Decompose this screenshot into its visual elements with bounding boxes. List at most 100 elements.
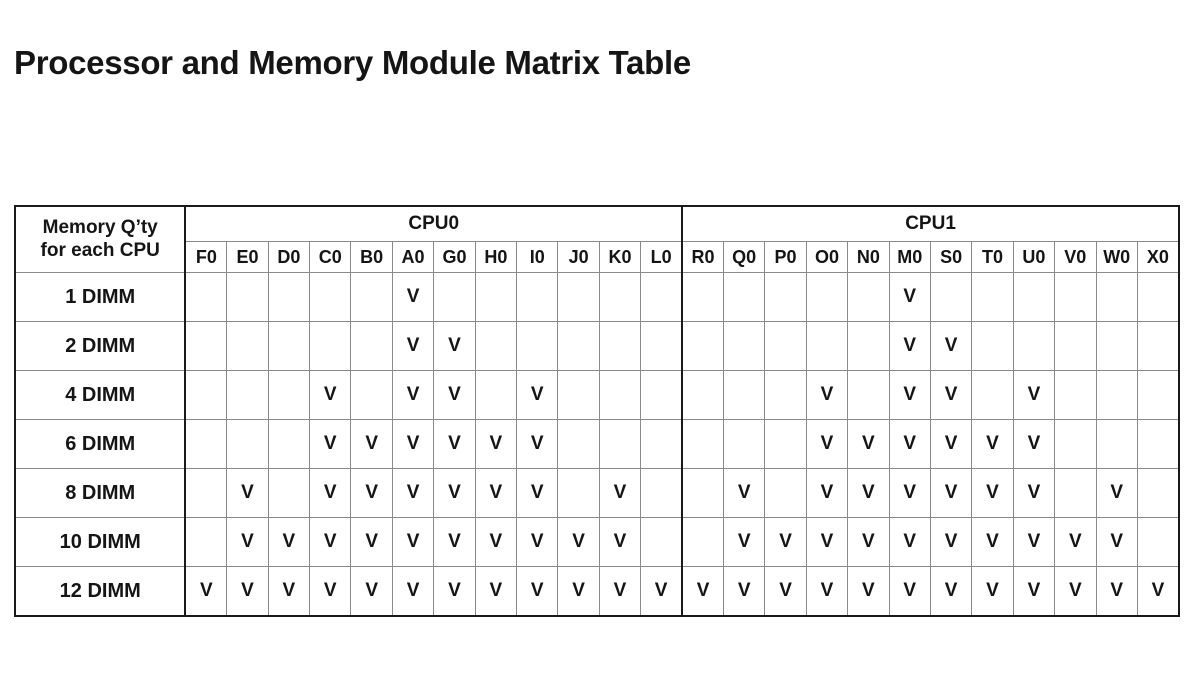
slot-header-u0: U0 (1012, 241, 1056, 273)
corner-header-line2: for each CPU (40, 239, 160, 261)
cell-2-dimm-m0: V (888, 321, 931, 371)
cell-6-dimm-q0 (722, 419, 766, 469)
cell-6-dimm-w0 (1095, 419, 1138, 469)
cell-1-dimm-d0 (267, 272, 311, 322)
cell-1-dimm-c0 (309, 272, 352, 322)
cell-12-dimm-b0: V (350, 566, 393, 617)
cell-10-dimm-o0: V (805, 517, 849, 567)
cell-12-dimm-t0: V (971, 566, 1014, 617)
cell-10-dimm-w0: V (1095, 517, 1138, 567)
cell-6-dimm-x0 (1136, 419, 1180, 469)
cell-1-dimm-m0: V (888, 272, 931, 322)
cell-1-dimm-v0 (1054, 272, 1097, 322)
cell-4-dimm-m0: V (888, 370, 931, 420)
cell-12-dimm-k0: V (598, 566, 642, 617)
cell-12-dimm-d0: V (267, 566, 311, 617)
cell-8-dimm-t0: V (971, 468, 1014, 518)
cell-10-dimm-q0: V (722, 517, 766, 567)
cell-4-dimm-g0: V (433, 370, 476, 420)
cell-6-dimm-c0: V (309, 419, 352, 469)
slot-header-n0: N0 (847, 241, 890, 273)
cell-12-dimm-v0: V (1054, 566, 1097, 617)
cell-8-dimm-m0: V (888, 468, 931, 518)
cell-4-dimm-c0: V (309, 370, 352, 420)
cell-1-dimm-j0 (557, 272, 600, 322)
cell-8-dimm-j0 (557, 468, 600, 518)
cell-10-dimm-j0: V (557, 517, 600, 567)
cell-1-dimm-t0 (971, 272, 1014, 322)
cell-4-dimm-q0 (722, 370, 766, 420)
cell-2-dimm-l0 (640, 321, 684, 371)
cell-1-dimm-f0 (184, 272, 228, 322)
cell-8-dimm-l0 (640, 468, 684, 518)
cell-10-dimm-i0: V (516, 517, 559, 567)
cell-6-dimm-t0: V (971, 419, 1014, 469)
cell-8-dimm-h0: V (474, 468, 518, 518)
cell-10-dimm-e0: V (226, 517, 269, 567)
cell-8-dimm-p0 (764, 468, 807, 518)
cell-4-dimm-v0 (1054, 370, 1097, 420)
cell-1-dimm-w0 (1095, 272, 1138, 322)
cell-8-dimm-w0: V (1095, 468, 1138, 518)
cell-2-dimm-w0 (1095, 321, 1138, 371)
cell-8-dimm-o0: V (805, 468, 849, 518)
cell-2-dimm-c0 (309, 321, 352, 371)
cell-8-dimm-r0 (681, 468, 724, 518)
slot-header-s0: S0 (929, 241, 973, 273)
cell-6-dimm-s0: V (929, 419, 973, 469)
cell-12-dimm-w0: V (1095, 566, 1138, 617)
cell-1-dimm-x0 (1136, 272, 1180, 322)
cell-1-dimm-i0 (516, 272, 559, 322)
row-label-8-dimm: 8 DIMM (14, 468, 186, 518)
slot-header-h0: H0 (474, 241, 518, 273)
cell-2-dimm-g0: V (433, 321, 476, 371)
cell-6-dimm-i0: V (516, 419, 559, 469)
cell-1-dimm-g0 (433, 272, 476, 322)
cell-8-dimm-d0 (267, 468, 311, 518)
cell-12-dimm-e0: V (226, 566, 269, 617)
cell-10-dimm-b0: V (350, 517, 393, 567)
cell-8-dimm-u0: V (1012, 468, 1056, 518)
cell-8-dimm-g0: V (433, 468, 476, 518)
cell-10-dimm-t0: V (971, 517, 1014, 567)
slot-header-b0: B0 (350, 241, 393, 273)
cell-6-dimm-r0 (681, 419, 724, 469)
cell-4-dimm-o0: V (805, 370, 849, 420)
cell-2-dimm-s0: V (929, 321, 973, 371)
cell-4-dimm-f0 (184, 370, 228, 420)
cell-4-dimm-n0 (847, 370, 890, 420)
cell-12-dimm-q0: V (722, 566, 766, 617)
cell-12-dimm-j0: V (557, 566, 600, 617)
cell-6-dimm-k0 (598, 419, 642, 469)
cell-10-dimm-n0: V (847, 517, 890, 567)
cell-2-dimm-t0 (971, 321, 1014, 371)
cell-1-dimm-n0 (847, 272, 890, 322)
cpu-group-header-cpu1: CPU1 (681, 205, 1180, 242)
cell-6-dimm-m0: V (888, 419, 931, 469)
cell-10-dimm-g0: V (433, 517, 476, 567)
cell-12-dimm-c0: V (309, 566, 352, 617)
cell-10-dimm-v0: V (1054, 517, 1097, 567)
cell-8-dimm-v0 (1054, 468, 1097, 518)
cell-4-dimm-s0: V (929, 370, 973, 420)
cell-2-dimm-a0: V (391, 321, 435, 371)
slot-header-l0: L0 (640, 241, 684, 273)
cell-1-dimm-e0 (226, 272, 269, 322)
cell-4-dimm-b0 (350, 370, 393, 420)
cell-2-dimm-j0 (557, 321, 600, 371)
cell-1-dimm-h0 (474, 272, 518, 322)
slot-header-f0: F0 (184, 241, 228, 273)
cell-12-dimm-m0: V (888, 566, 931, 617)
cell-4-dimm-j0 (557, 370, 600, 420)
cell-8-dimm-k0: V (598, 468, 642, 518)
cell-6-dimm-f0 (184, 419, 228, 469)
slot-header-m0: M0 (888, 241, 931, 273)
